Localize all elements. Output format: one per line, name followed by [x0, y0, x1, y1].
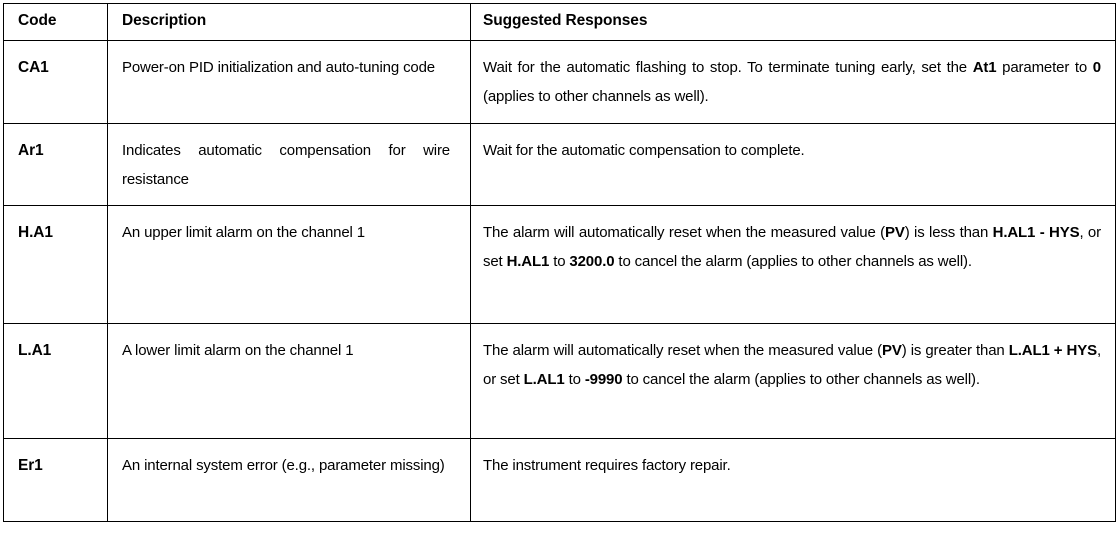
code-value: CA1: [18, 59, 49, 76]
cell-description: Indicates automatic compensation for wir…: [107, 123, 471, 206]
description-value: A lower limit alarm on the channel 1: [122, 341, 354, 359]
description-value: Power-on PID initialization and auto-tun…: [122, 59, 435, 76]
cell-response: The instrument requires factory repair.: [470, 437, 1116, 522]
table-row: Ar1 Indicates automatic compensation for…: [3, 123, 1116, 206]
cell-response: The alarm will automatically reset when …: [470, 322, 1116, 439]
table-row: L.A1 A lower limit alarm on the channel …: [3, 322, 1116, 439]
cell-code: L.A1: [3, 322, 108, 439]
table-row: Er1 An internal system error (e.g., para…: [3, 437, 1116, 522]
column-header-description: Description: [107, 3, 471, 41]
description-value: An upper limit alarm on the channel 1: [122, 223, 365, 241]
cell-code: H.A1: [3, 204, 108, 324]
code-value: H.A1: [18, 223, 53, 241]
response-value: The instrument requires factory repair.: [483, 456, 731, 474]
code-value: Ar1: [18, 142, 44, 159]
code-value: L.A1: [18, 341, 52, 359]
cell-description: A lower limit alarm on the channel 1: [107, 322, 471, 439]
code-value: Er1: [18, 456, 43, 474]
response-value: The alarm will automatically reset when …: [483, 341, 1101, 388]
cell-code: Er1: [3, 437, 108, 522]
column-header-code: Code: [3, 3, 108, 41]
cell-description: An upper limit alarm on the channel 1: [107, 204, 471, 324]
description-value: Indicates automatic compensation for wir…: [122, 142, 450, 189]
cell-code: CA1: [3, 40, 108, 124]
table-body: CA1 Power-on PID initialization and auto…: [3, 40, 1116, 522]
cell-response: The alarm will automatically reset when …: [470, 204, 1116, 324]
table-row: CA1 Power-on PID initialization and auto…: [3, 40, 1116, 124]
error-code-table: Code Description Suggested Responses CA1…: [3, 3, 1116, 522]
cell-description: An internal system error (e.g., paramete…: [107, 437, 471, 522]
table-header-row: Code Description Suggested Responses: [3, 3, 1116, 41]
response-value: Wait for the automatic compensation to c…: [483, 142, 805, 159]
response-value: Wait for the automatic flashing to stop.…: [483, 59, 1101, 106]
response-value: The alarm will automatically reset when …: [483, 223, 1101, 270]
column-header-code-label: Code: [18, 12, 57, 29]
column-header-response: Suggested Responses: [470, 3, 1116, 41]
description-value: An internal system error (e.g., paramete…: [122, 456, 445, 474]
table-row: H.A1 An upper limit alarm on the channel…: [3, 204, 1116, 324]
cell-code: Ar1: [3, 123, 108, 206]
column-header-description-label: Description: [122, 12, 207, 29]
column-header-response-label: Suggested Responses: [483, 12, 648, 29]
cell-response: Wait for the automatic flashing to stop.…: [470, 40, 1116, 124]
cell-description: Power-on PID initialization and auto-tun…: [107, 40, 471, 124]
error-code-table-container: Code Description Suggested Responses CA1…: [3, 3, 1116, 539]
cell-response: Wait for the automatic compensation to c…: [470, 123, 1116, 206]
